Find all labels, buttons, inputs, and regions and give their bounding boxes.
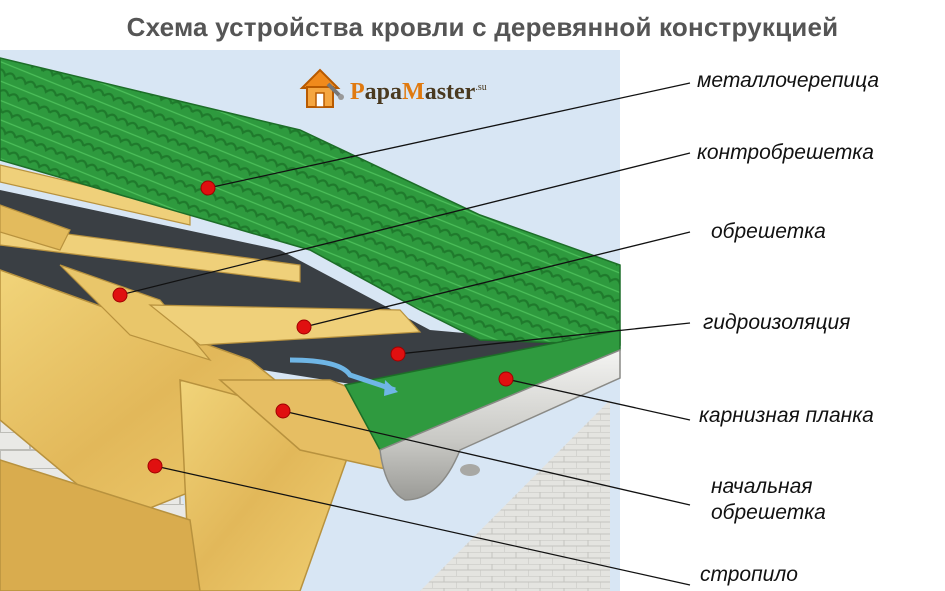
marker-waterproofing [390, 346, 406, 362]
leader-lines [119, 82, 691, 586]
diagram-title: Схема устройства кровли с деревянной кон… [126, 12, 839, 42]
marker-starting-batten [275, 403, 291, 419]
label-rafter: стропило [700, 563, 798, 586]
markers [112, 180, 514, 474]
wall-siding [420, 400, 610, 591]
waterproofing-membrane [0, 190, 600, 395]
marker-eaves-strip [498, 371, 514, 387]
marker-counter-batten [112, 287, 128, 303]
logo-wordmark: PapaMaster.su [350, 79, 487, 105]
label-counter-batten: контробрешетка [697, 141, 874, 164]
marker-metal-tile [200, 180, 216, 196]
marker-rafter [147, 458, 163, 474]
metal-tile-roof [0, 57, 621, 346]
drip-arrow [289, 357, 396, 393]
label-batten: обрешетка [711, 220, 826, 243]
marker-batten [296, 319, 312, 335]
label-starting-batten: начальная обрешетка [711, 474, 826, 527]
label-starting-batten-line2: обрешетка [711, 501, 826, 525]
label-eaves-strip: карнизная планка [699, 404, 874, 427]
rafters [0, 269, 391, 591]
house-logo-icon [299, 68, 344, 108]
label-metal-tile: металлочерепица [697, 69, 880, 92]
label-starting-batten-line1: начальная [711, 475, 813, 498]
label-waterproofing: гидроизоляция [703, 311, 851, 334]
